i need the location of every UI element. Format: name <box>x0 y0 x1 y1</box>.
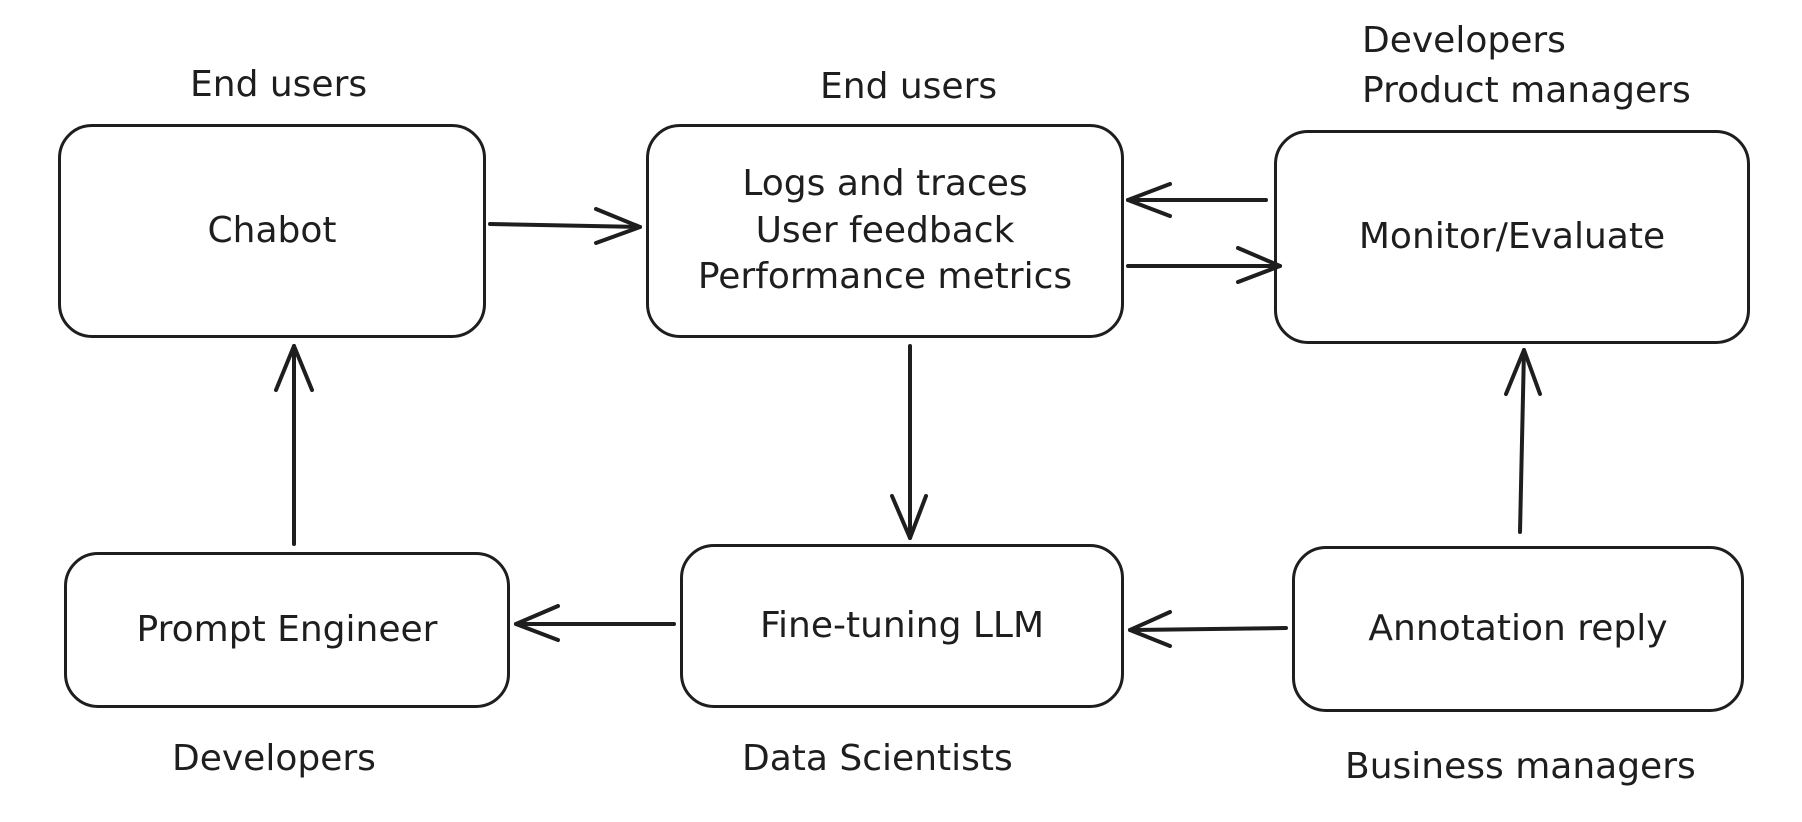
arrow-logs-to-fine-tuning <box>890 344 928 540</box>
arrow-annotation-to-monitor <box>1504 348 1542 534</box>
logs-node: Logs and traces User feedback Performanc… <box>646 124 1124 338</box>
arrow-monitor-to-logs <box>1126 182 1268 218</box>
logs-line-1: Logs and traces <box>742 162 1028 204</box>
monitor-node-label: Monitor/Evaluate <box>1358 215 1666 257</box>
arrow-prompt-engineer-to-chatbot <box>274 344 314 546</box>
arrow-chatbot-to-logs <box>488 207 642 245</box>
fine-tuning-node-label: Fine-tuning LLM <box>759 604 1045 646</box>
monitor-role-label-1: Developers <box>1362 20 1566 61</box>
annotation-node: Annotation reply <box>1292 546 1744 712</box>
chatbot-role-label: End users <box>190 64 368 105</box>
logs-line-3: Performance metrics <box>697 256 1073 298</box>
annotation-node-label: Annotation reply <box>1368 607 1668 649</box>
arrow-logs-to-monitor <box>1126 246 1282 284</box>
chatbot-node: Chabot <box>58 124 486 338</box>
annotation-role-label: Business managers <box>1345 746 1696 787</box>
prompt-engineer-node: Prompt Engineer <box>64 552 510 708</box>
monitor-node: Monitor/Evaluate <box>1274 130 1750 344</box>
arrow-annotation-to-fine-tuning <box>1128 610 1288 648</box>
chatbot-node-label: Chabot <box>207 209 337 251</box>
arrow-fine-tuning-to-prompt-engineer <box>514 604 676 642</box>
fine-tuning-role-label: Data Scientists <box>742 738 1013 779</box>
prompt-engineer-role-label: Developers <box>172 738 376 779</box>
logs-line-2: User feedback <box>755 209 1015 251</box>
monitor-role-label-2: Product managers <box>1362 70 1691 111</box>
fine-tuning-node: Fine-tuning LLM <box>680 544 1124 708</box>
prompt-engineer-node-label: Prompt Engineer <box>136 608 438 650</box>
logs-role-label: End users <box>820 66 998 107</box>
